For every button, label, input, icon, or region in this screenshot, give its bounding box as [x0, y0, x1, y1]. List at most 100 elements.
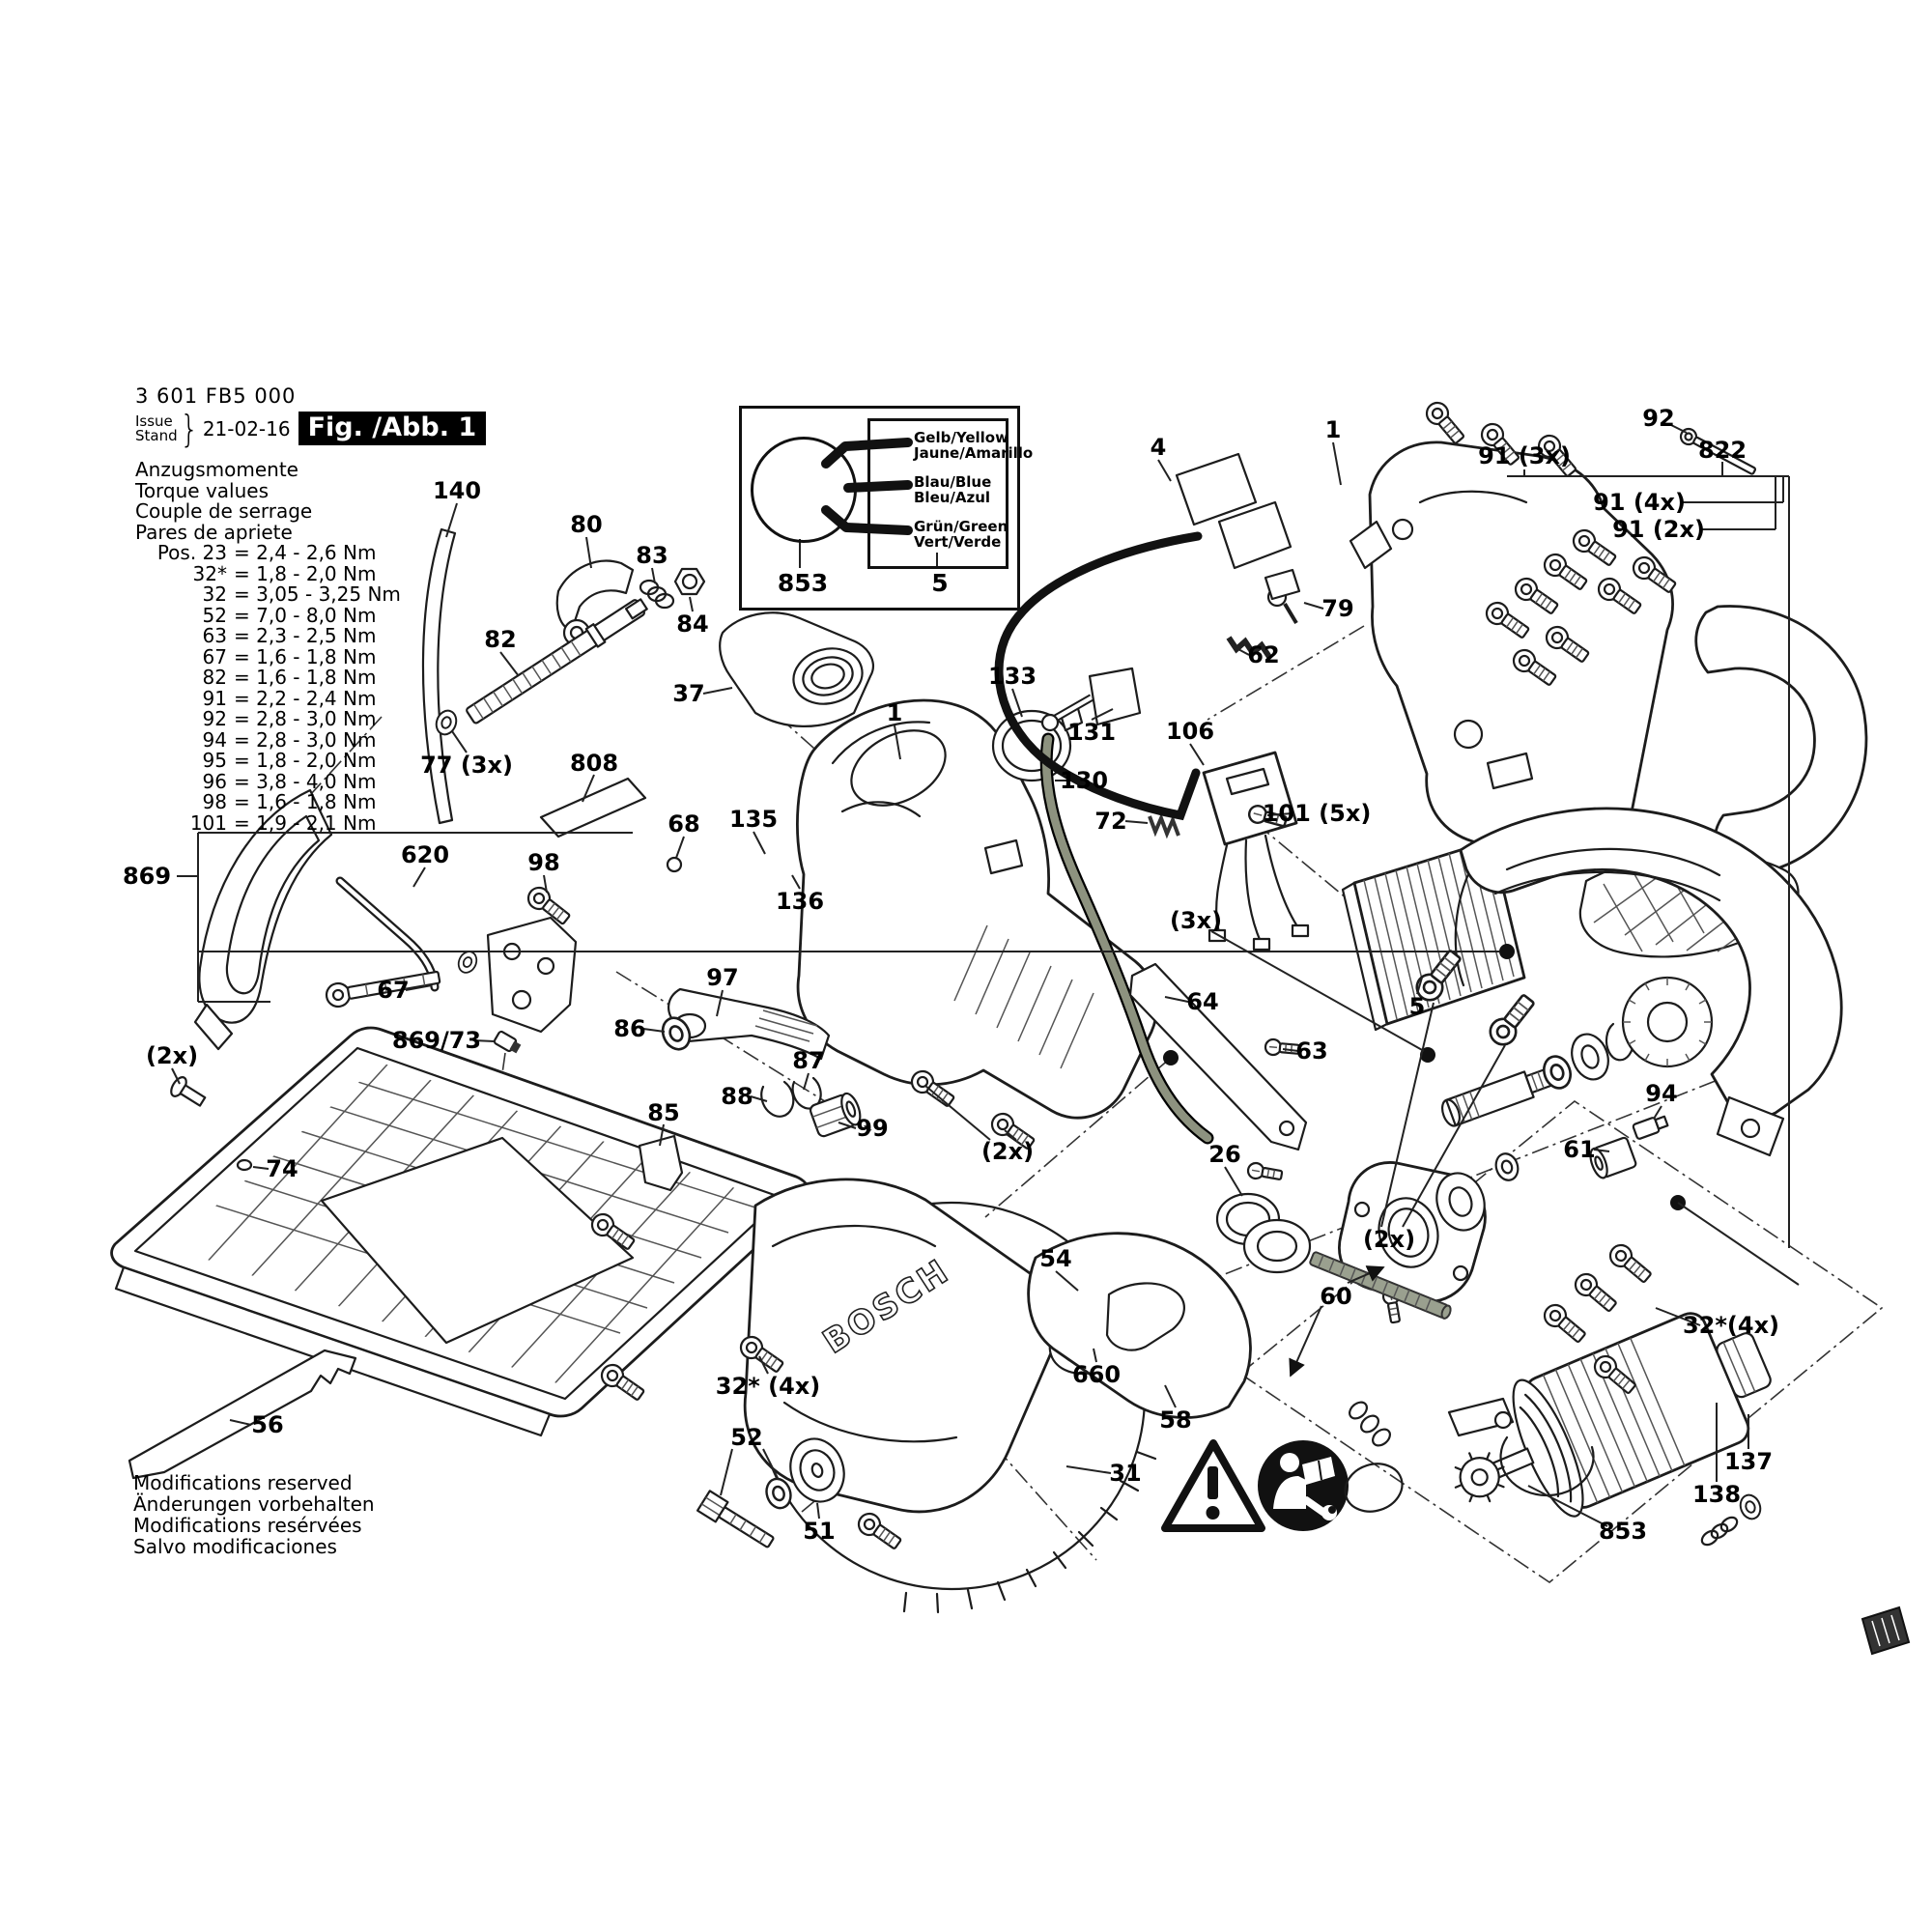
part-label-912x: 91 (2x)	[1612, 516, 1705, 543]
torque-pos: 32*	[192, 561, 227, 585]
torque-row: 96= 3,8 - 4,0 Nm	[135, 771, 401, 793]
clamp-band-853	[1447, 1397, 1595, 1497]
torque-row: 98 = 1,6 - 1,8 Nm	[135, 790, 401, 813]
torque-value: = 2,8 - 3,0 Nm	[234, 707, 377, 730]
pin-94	[1632, 1115, 1669, 1140]
part-label-83: 83	[636, 542, 668, 569]
sticker-808	[539, 777, 647, 838]
part-label-853: 853	[1598, 1518, 1648, 1545]
wire-color-line: Grün/Green	[914, 518, 1009, 535]
bevel-quadrant	[193, 788, 333, 1051]
torque-pos: 98	[202, 790, 227, 813]
part-label-2x: (2x)	[145, 1042, 199, 1069]
part-label-80: 80	[570, 511, 603, 538]
part-label-88: 88	[721, 1083, 753, 1110]
part-label-98: 98	[527, 849, 560, 876]
threaded-rod-82	[466, 598, 648, 724]
part-label-822: 822	[1697, 437, 1747, 464]
washer-77	[435, 709, 458, 736]
part-label-1: 1	[1324, 416, 1342, 443]
bearing-front	[1435, 1172, 1486, 1232]
part-label-54: 54	[1039, 1245, 1072, 1272]
note-line: Modifications resérvées	[133, 1514, 362, 1537]
part-label-68: 68	[668, 810, 700, 838]
cable-guard-130	[1039, 732, 1214, 1145]
cam-lever-97	[668, 987, 831, 1061]
torque-value: = 1,6 - 1,8 Nm	[234, 666, 377, 689]
brush-grommet	[1861, 1605, 1911, 1656]
part-label-87: 87	[792, 1047, 825, 1074]
part-label-92: 92	[1642, 405, 1675, 432]
torque-pos: 94	[202, 727, 227, 752]
lever-131	[1040, 667, 1142, 732]
legend-ref-853: 853	[777, 569, 829, 597]
motor-housing-1	[796, 698, 1158, 1120]
part-label-138: 138	[1691, 1481, 1742, 1508]
part-label-3x: (3x)	[1169, 907, 1223, 934]
spring-62	[1226, 636, 1272, 659]
motor-armature	[1454, 1312, 1772, 1518]
modifications-note: Modifications reserved Änderungen vorbeh…	[133, 1472, 375, 1557]
torque-value: = 1,6 - 1,8 Nm	[234, 790, 377, 813]
part-label-99: 99	[856, 1115, 889, 1142]
bearing	[1571, 1033, 1609, 1081]
screw-67	[325, 970, 441, 1009]
reference-dots	[1163, 944, 1686, 1210]
part-label-64: 64	[1186, 988, 1219, 1015]
plug-869-73	[493, 1030, 522, 1054]
part-label-1015x: 101 (5x)	[1262, 800, 1372, 827]
part-label-79: 79	[1321, 595, 1354, 622]
part-label-620: 620	[400, 841, 450, 868]
torque-row: 91= 2,2 - 2,4 Nm	[135, 688, 401, 710]
part-label-133: 133	[987, 663, 1037, 690]
part-label-63: 63	[1295, 1037, 1328, 1065]
part-label-84: 84	[676, 611, 709, 638]
torque-pos: 101	[189, 810, 227, 835]
spring-138	[1700, 1516, 1739, 1547]
spring-83	[639, 579, 675, 610]
o-ring-853	[1344, 1463, 1404, 1513]
wire-color-line: Blau/Blue	[914, 473, 992, 491]
ball-68	[666, 856, 683, 873]
part-label-140: 140	[432, 477, 482, 504]
part-label-82: 82	[484, 626, 517, 653]
handle-loop	[1694, 605, 1868, 879]
part-label-2x: (2x)	[1362, 1226, 1416, 1253]
part-label-914x: 91 (4x)	[1593, 489, 1686, 516]
torque-pos: 92	[202, 707, 227, 730]
torque-pos: 95	[202, 749, 227, 772]
wire-color-line: Bleu/Azul	[914, 489, 991, 506]
hole-74	[236, 1158, 253, 1172]
dust-chute-37	[719, 611, 874, 727]
header-block: 3 601 FB5 000 Issue Stand } 21-02-16 Fig…	[135, 384, 487, 447]
guard-shell-58	[1027, 1232, 1252, 1419]
part-label-5: 5	[1408, 993, 1426, 1020]
hex-bolt-52	[696, 1490, 775, 1548]
wire-color-line: Jaune/Amarillo	[914, 444, 1034, 462]
torque-row: 52= 7,0 - 8,0 Nm	[135, 605, 401, 627]
part-label-67: 67	[377, 977, 410, 1004]
part-label-60: 60	[1320, 1283, 1352, 1310]
depth-guide-strip-140	[421, 527, 457, 825]
part-label-72: 72	[1094, 808, 1127, 835]
wire-color-line: Gelb/Yellow	[914, 429, 1009, 446]
seal-rings-26	[1215, 1192, 1312, 1274]
part-label-86: 86	[613, 1015, 646, 1042]
part-label-97: 97	[706, 964, 739, 991]
torque-pos: Pos. 23	[156, 541, 227, 564]
legend-inner-box	[867, 418, 1009, 569]
warning-triangle-icon	[1161, 1439, 1265, 1532]
torque-row: 32= 3,05 - 3,25 Nm	[135, 583, 401, 606]
torque-title: Pares de apriete	[135, 520, 293, 544]
torque-title: Couple de serrage	[135, 499, 313, 523]
torque-value: = 1,8 - 2,0 Nm	[234, 561, 377, 585]
part-label-86973: 869/73	[391, 1027, 482, 1054]
part-label-26: 26	[1208, 1141, 1241, 1168]
part-label-52: 52	[730, 1424, 763, 1451]
torque-row: 32* = 1,8 - 2,0 Nm	[135, 561, 401, 585]
part-label-37: 37	[672, 680, 705, 707]
